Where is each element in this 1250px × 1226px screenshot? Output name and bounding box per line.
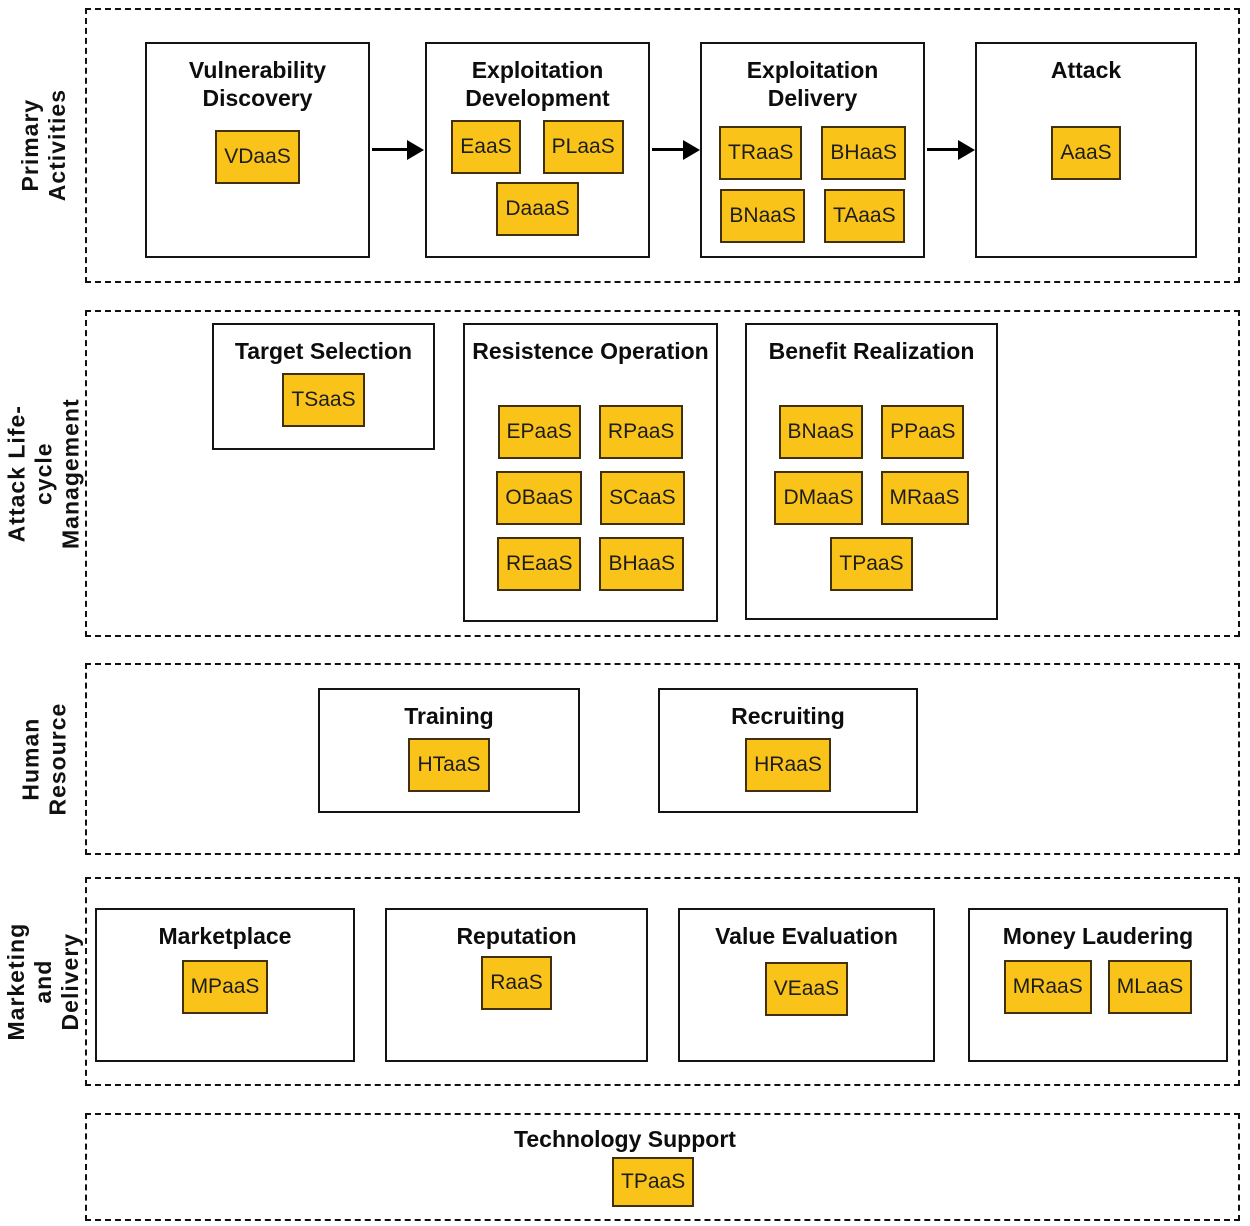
side-label-human-resource: Human Resource [0,663,88,855]
box-resistence-operation: Resistence Operation EPaaS RPaaS OBaaS S… [463,323,718,622]
service-chip-mpaas: MPaaS [181,960,269,1015]
box-title: Reputation [456,923,577,949]
arrow-head-icon [683,140,700,160]
box-attack: Attack AaaS [975,42,1197,258]
service-chip-mraas: MRaaS [880,471,969,526]
service-chip-scaas: SCaaS [600,471,685,526]
arrow-line [652,148,688,151]
box-vulnerability-discovery: Vulnerability Discovery VDaaS [145,42,370,258]
box-title: Exploitation Delivery [746,57,879,112]
service-chip-taaas: TAaaS [823,189,905,244]
box-title: Target Selection [234,338,413,364]
box-title: Marketplace [158,923,292,949]
box-exploitation-delivery: Exploitation Delivery TRaaS BHaaS BNaaS … [700,42,925,258]
box-title: Money Laudering [1002,923,1194,949]
service-chip-aaas: AaaS [1051,126,1121,181]
service-chip-dmaas: DMaaS [774,471,863,526]
service-chip-mraas-2: MRaaS [1003,960,1092,1015]
box-value-evaluation: Value Evaluation VEaaS [678,908,935,1062]
flow-arrow-2 [652,140,700,160]
box-title: Training [404,703,494,729]
service-chip-veaas: VEaaS [764,962,849,1017]
service-chip-bhaas-2: BHaaS [599,537,685,592]
service-chip-bnaas-2: BNaaS [778,405,864,460]
flow-arrow-3 [927,140,975,160]
service-chip-epaas: EPaaS [497,405,581,460]
box-training: Training HTaaS [318,688,580,813]
box-exploitation-development: Exploitation Development EaaS PLaaS Daaa… [425,42,650,258]
service-chip-tpaas-2: TPaaS [612,1157,695,1207]
service-chip-hraas: HRaaS [745,738,831,793]
box-target-selection: Target Selection TSaaS [212,323,435,450]
service-chip-daaas: DaaaS [496,182,579,237]
box-money-laudering: Money Laudering MRaaS MLaaS [968,908,1228,1062]
box-marketplace: Marketplace MPaaS [95,908,355,1062]
service-chip-bhaas: BHaaS [821,126,906,181]
side-label-text: Primary Activities [16,89,71,202]
service-chip-reaas: REaaS [496,537,582,592]
box-title: Attack [1050,57,1122,83]
box-benefit-realization: Benefit Realization BNaaS PPaaS DMaaS MR… [745,323,998,620]
service-chip-tpaas: TPaaS [830,537,913,592]
box-title: Benefit Realization [768,338,975,364]
service-chip-traas: TRaaS [719,126,803,181]
arrow-line [372,148,412,151]
side-label-text: Marketing and Delivery [3,922,84,1041]
side-label-text: Attack Life-cycle Management [3,398,84,549]
service-chip-plaas: PLaaS [542,120,624,175]
side-label-attack-lifecycle-management: Attack Life-cycle Management [0,310,88,637]
flow-arrow-1 [372,140,424,160]
arrow-line [927,148,963,151]
service-chip-ppaas: PPaaS [881,405,965,460]
box-title: Vulnerability Discovery [188,57,327,112]
box-reputation: Reputation RaaS [385,908,648,1062]
side-label-marketing-and-delivery: Marketing and Delivery [0,877,88,1086]
side-label-text: Human Resource [16,702,71,816]
service-chip-eaas: EaaS [451,120,521,175]
box-title: Value Evaluation [715,923,898,949]
service-chip-vdaas: VDaaS [215,130,300,185]
box-title: Recruiting [731,703,845,729]
service-chip-htaas: HTaaS [408,738,490,793]
service-chip-tsaas: TSaaS [282,373,365,428]
service-chip-rpaas: RPaaS [598,405,684,460]
service-chip-mlaas: MLaaS [1107,960,1193,1015]
service-chip-obaas: OBaaS [496,471,583,526]
box-title: Exploitation Development [465,57,610,112]
arrow-head-icon [958,140,975,160]
service-chip-bnaas: BNaaS [720,189,805,244]
technology-support-title: Technology Support [514,1126,736,1152]
box-title: Resistence Operation [472,338,709,364]
side-label-primary-activities: Primary Activities [0,8,88,283]
box-recruiting: Recruiting HRaaS [658,688,918,813]
arrow-head-icon [407,140,424,160]
service-chip-raas: RaaS [481,956,552,1011]
